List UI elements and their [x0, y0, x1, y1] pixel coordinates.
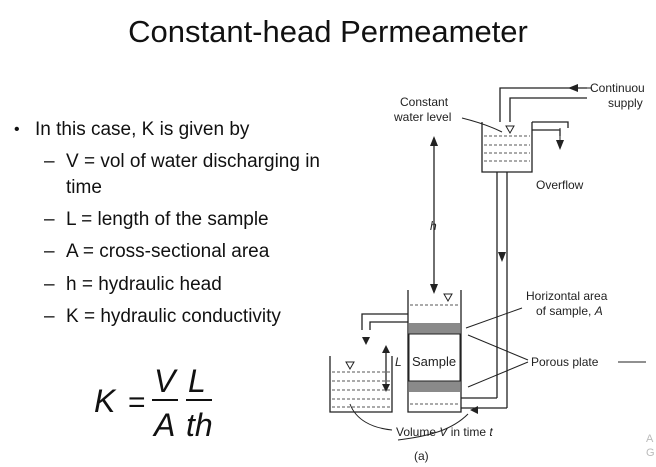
formula-equals: =	[128, 386, 146, 419]
leader-lines	[349, 87, 646, 441]
formula-den-th: th	[186, 407, 213, 442]
supply-pipe	[499, 87, 587, 122]
outlet-spout	[361, 313, 408, 330]
label-water-level: water level	[393, 110, 451, 124]
label-caption: (a)	[414, 449, 429, 463]
label-of-sample: of sample, A	[536, 304, 603, 318]
definition-text: L = length of the sample	[66, 209, 269, 230]
dash-icon: –	[44, 151, 55, 172]
conductivity-formula: K = V L A th	[94, 363, 213, 442]
sample-body	[408, 333, 461, 382]
definition-text: h = hydraulic head	[66, 274, 222, 295]
definition-text: A = cross-sectional area	[66, 241, 270, 262]
water-level-markers	[345, 125, 515, 371]
edge-fragment: G	[646, 447, 655, 459]
bottom-connection	[461, 397, 507, 409]
definition-text: V = vol of water discharging in	[66, 151, 320, 172]
dash-icon: –	[44, 241, 55, 262]
bottom-porous-plate	[409, 381, 460, 392]
sample-cylinder	[407, 290, 462, 413]
label-supply: supply	[608, 96, 643, 110]
slide-title: Constant-head Permeameter	[128, 14, 528, 49]
upper-reservoir	[481, 122, 533, 173]
down-tube	[496, 172, 508, 408]
label-horizontal-area: Horizontal area	[526, 289, 608, 303]
label-constant: Constant	[400, 95, 449, 109]
dash-icon: –	[44, 306, 55, 327]
definition-text: time	[66, 177, 102, 198]
label-h: h	[430, 219, 437, 233]
top-porous-plate	[409, 323, 460, 334]
dash-icon: –	[44, 274, 55, 295]
arrowheads	[362, 84, 578, 414]
formula-num-l: L	[188, 363, 206, 399]
dash-icon: –	[44, 209, 55, 230]
intro-text: In this case, K is given by	[35, 119, 250, 140]
definition-text: K = hydraulic conductivity	[66, 306, 281, 327]
label-volume: Volume V in time t	[396, 425, 493, 439]
water-lines	[332, 135, 530, 408]
collection-beaker	[329, 356, 393, 413]
bullet-dot-icon: •	[14, 121, 20, 138]
label-l: L	[395, 355, 402, 369]
label-continuous: Continuou	[590, 81, 645, 95]
label-porous-plate: Porous plate	[531, 355, 599, 369]
edge-fragment: A	[646, 433, 654, 445]
label-sample: Sample	[412, 354, 456, 369]
formula-num-v: V	[154, 363, 178, 399]
formula-lhs: K	[94, 383, 117, 419]
overflow-spout	[532, 121, 569, 136]
formula-den-a: A	[152, 407, 175, 442]
label-overflow: Overflow	[536, 178, 584, 192]
